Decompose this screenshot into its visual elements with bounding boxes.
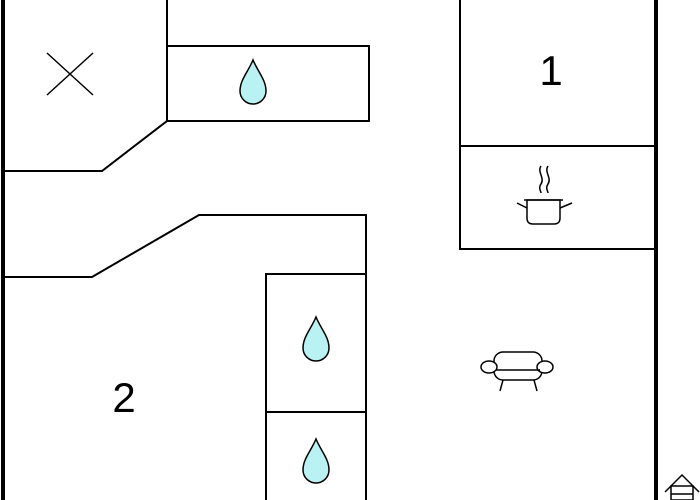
closet-x-icon [46, 52, 94, 96]
room-1-wall [459, 0, 656, 250]
bathroom-lower-wall [265, 273, 366, 500]
hallway-wall [4, 214, 367, 500]
water-drop-icon [302, 315, 330, 362]
room-number-2: 2 [112, 374, 135, 421]
room-number-1: 1 [539, 47, 562, 94]
water-drop-icon [239, 58, 267, 105]
sofa-icon [480, 351, 554, 392]
cooking-pot-icon [516, 165, 573, 225]
water-drop-icon [302, 437, 330, 484]
closet-wall [4, 0, 168, 172]
house-icon [664, 473, 700, 500]
bathroom-top [166, 45, 370, 122]
